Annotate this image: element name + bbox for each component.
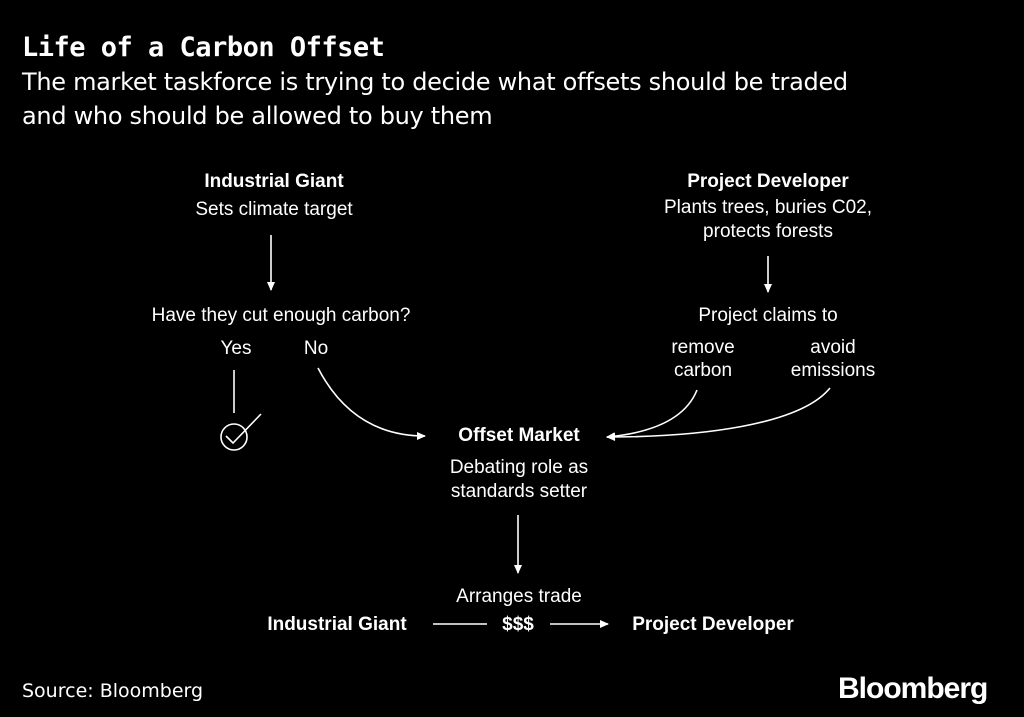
- trade-from: Industrial Giant: [267, 614, 407, 635]
- project-developer-desc-2: protects forests: [703, 221, 833, 242]
- question-text: Have they cut enough carbon?: [151, 305, 411, 326]
- arrow-no-to-market: [317, 367, 426, 440]
- checkmark-icon: [225, 413, 262, 445]
- project-developer-desc-1: Plants trees, buries C02,: [663, 197, 873, 218]
- project-developer-title: Project Developer: [687, 171, 849, 192]
- offset-market-desc-1: Debating role as: [449, 457, 589, 478]
- industrial-giant-title: Industrial Giant: [204, 171, 344, 192]
- industrial-giant-desc: Sets climate target: [195, 199, 353, 220]
- subtitle-line-2: and who should be allowed to buy them: [22, 102, 493, 130]
- offset-market-title: Offset Market: [458, 425, 580, 446]
- arrow-remove-to-market: [606, 389, 698, 441]
- bloomberg-logo: Bloomberg: [838, 672, 988, 705]
- checkmark-circle-icon: [220, 423, 248, 451]
- claims-text: Project claims to: [698, 305, 838, 326]
- offset-market-desc-2: standards setter: [450, 481, 588, 502]
- trade-label: Arranges trade: [456, 586, 582, 607]
- claim-avoid-1: avoid: [810, 337, 856, 358]
- arrow-avoid-to-market: [606, 387, 831, 441]
- answer-no: No: [303, 338, 329, 359]
- claim-remove-1: remove: [671, 337, 735, 358]
- chart-title: Life of a Carbon Offset: [22, 32, 385, 63]
- trade-to: Project Developer: [632, 614, 794, 635]
- answer-yes: Yes: [220, 338, 252, 359]
- trade-money: $$$: [502, 614, 534, 635]
- claim-remove-2: carbon: [673, 360, 733, 381]
- claim-avoid-2: emissions: [790, 360, 876, 381]
- subtitle-line-1: The market taskforce is trying to decide…: [22, 68, 848, 96]
- source-note: Source: Bloomberg: [22, 680, 204, 702]
